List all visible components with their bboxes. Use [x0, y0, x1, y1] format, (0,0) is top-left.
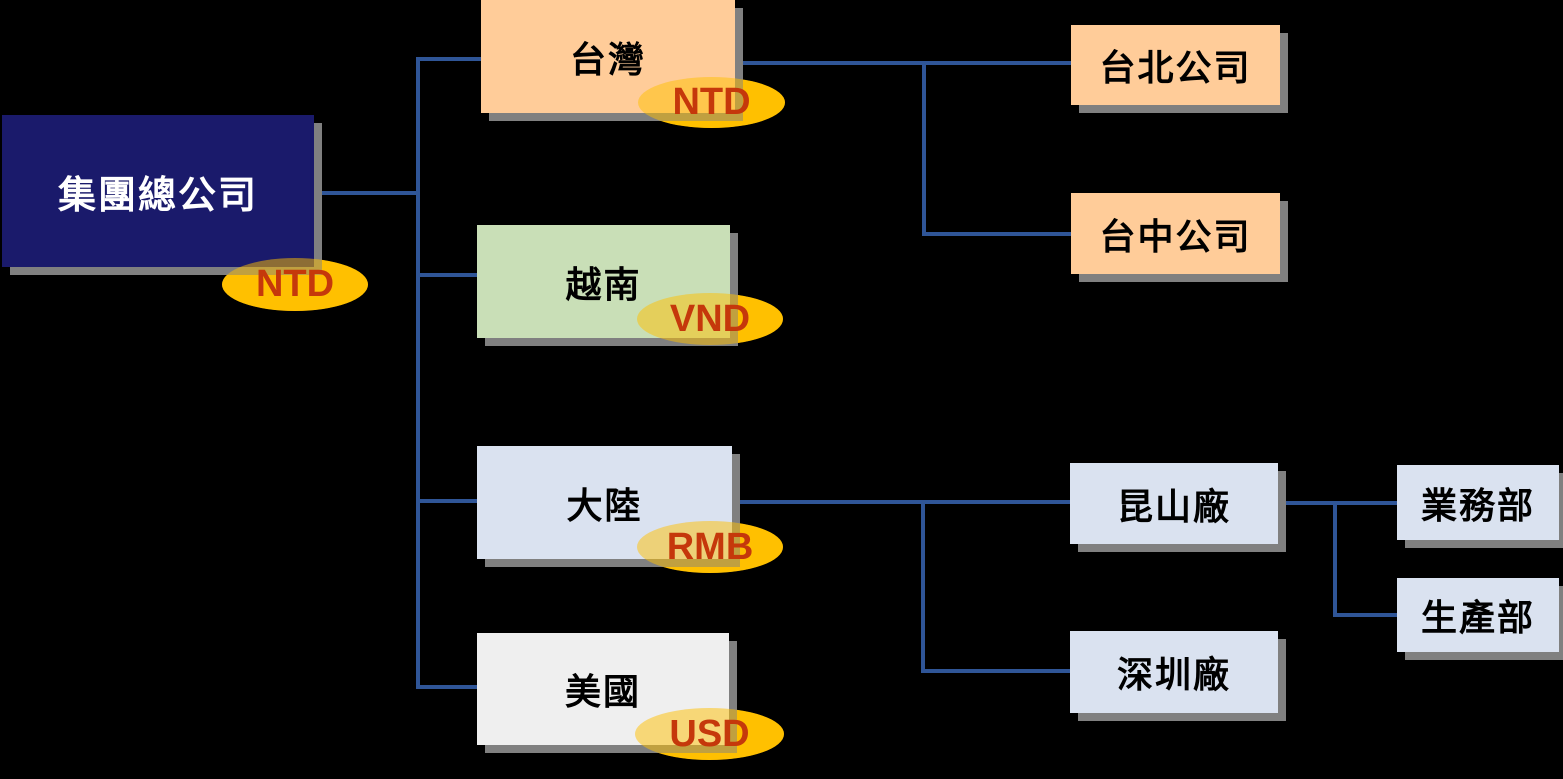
node-sales-department-label: 業務部	[1420, 484, 1535, 526]
connector-taiwan-to-taipei	[735, 61, 1071, 65]
node-group-headquarters: 集團總公司	[2, 115, 314, 267]
node-kunshan-factory: 昆山廠	[1070, 463, 1278, 544]
node-taipei-company: 台北公司	[1071, 25, 1280, 105]
currency-badge-china: RMB	[637, 521, 783, 573]
node-group-headquarters-label: 集團總公司	[57, 174, 258, 217]
currency-badge-vietnam: VND	[637, 293, 783, 345]
node-shenzhen-factory: 深圳廠	[1070, 631, 1278, 713]
connector-trunk-to-usa	[420, 685, 478, 689]
node-kunshan-factory-label: 昆山廠	[1116, 485, 1231, 527]
node-production-department-label: 生產部	[1420, 597, 1535, 638]
node-taiwan-label: 台灣	[569, 38, 646, 80]
node-taipei-company-label: 台北公司	[1099, 47, 1252, 88]
node-sales-department: 業務部	[1397, 465, 1559, 540]
connector-trunk-to-china	[420, 499, 478, 503]
connector-china-to-kunshan	[732, 500, 1070, 504]
connector-hq-to-trunk	[316, 191, 420, 195]
currency-badge-hq: NTD	[222, 258, 368, 311]
currency-badge-usa: USD	[635, 708, 784, 760]
currency-badge-hq-label: NTD	[255, 263, 335, 305]
connector-branch-to-taichung	[922, 232, 1071, 236]
connector-trunk-to-vietnam	[420, 273, 478, 277]
node-taichung-company: 台中公司	[1071, 193, 1280, 274]
node-taichung-company-label: 台中公司	[1099, 215, 1252, 257]
connector-kunshan-to-sales	[1278, 501, 1397, 505]
node-shenzhen-factory-label: 深圳廠	[1116, 654, 1231, 695]
node-vietnam-label: 越南	[565, 263, 642, 305]
currency-badge-china-label: RMB	[666, 525, 754, 568]
connector-kunshan-branch	[1333, 501, 1337, 617]
connector-main-trunk	[416, 57, 420, 689]
connector-china-branch	[921, 500, 925, 673]
currency-badge-vietnam-label: VND	[669, 297, 751, 340]
connector-branch-to-shenzhen	[921, 669, 1070, 673]
connector-branch-to-production	[1333, 613, 1397, 617]
connector-taiwan-branch	[922, 61, 926, 236]
node-production-department: 生產部	[1397, 578, 1559, 652]
currency-badge-taiwan-label: NTD	[672, 81, 751, 123]
node-usa-label: 美國	[564, 671, 641, 712]
node-mainland-china-label: 大陸	[566, 484, 643, 526]
currency-badge-usa-label: USD	[669, 712, 750, 755]
connector-trunk-to-taiwan	[420, 57, 482, 61]
node-mainland-china: 大陸	[477, 446, 732, 559]
currency-badge-taiwan: NTD	[638, 77, 785, 128]
